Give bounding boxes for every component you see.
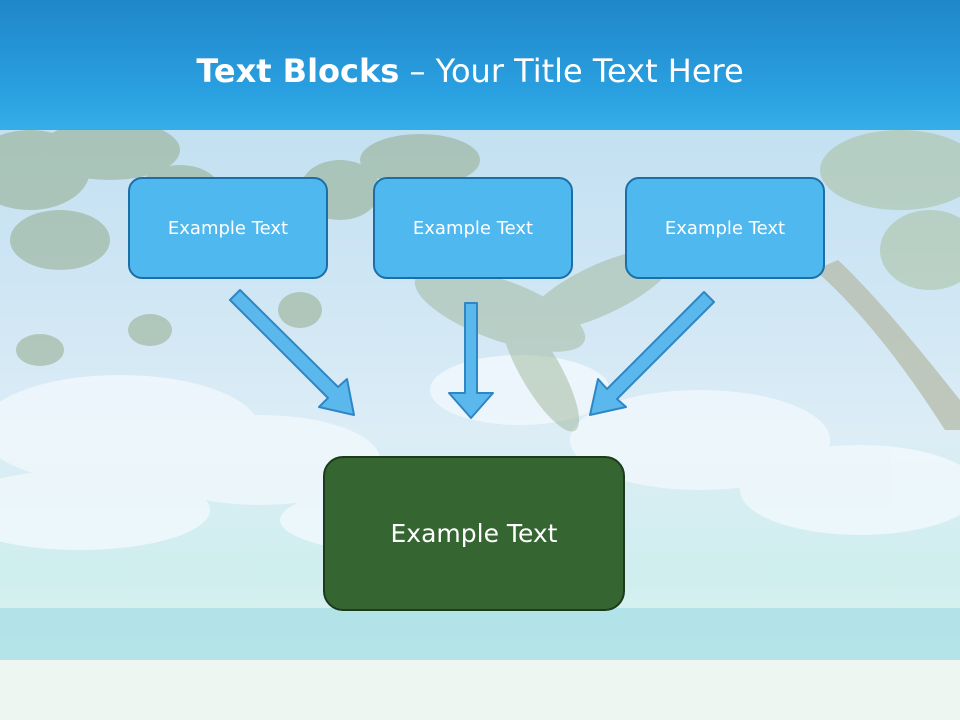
text-block-2[interactable]: Example Text	[373, 177, 573, 279]
title-rest: Your Title Text Here	[435, 52, 744, 90]
text-block-1[interactable]: Example Text	[128, 177, 328, 279]
slide-title: Text Blocks – Your Title Text Here	[0, 52, 940, 90]
title-band	[0, 0, 960, 130]
title-separator: –	[399, 52, 436, 90]
title-bold: Text Blocks	[196, 52, 400, 90]
text-block-3[interactable]: Example Text	[625, 177, 825, 279]
result-block[interactable]: Example Text	[323, 456, 625, 611]
arrow-left	[229, 289, 355, 416]
arrow-right	[589, 291, 715, 416]
arrow-center	[448, 302, 494, 419]
